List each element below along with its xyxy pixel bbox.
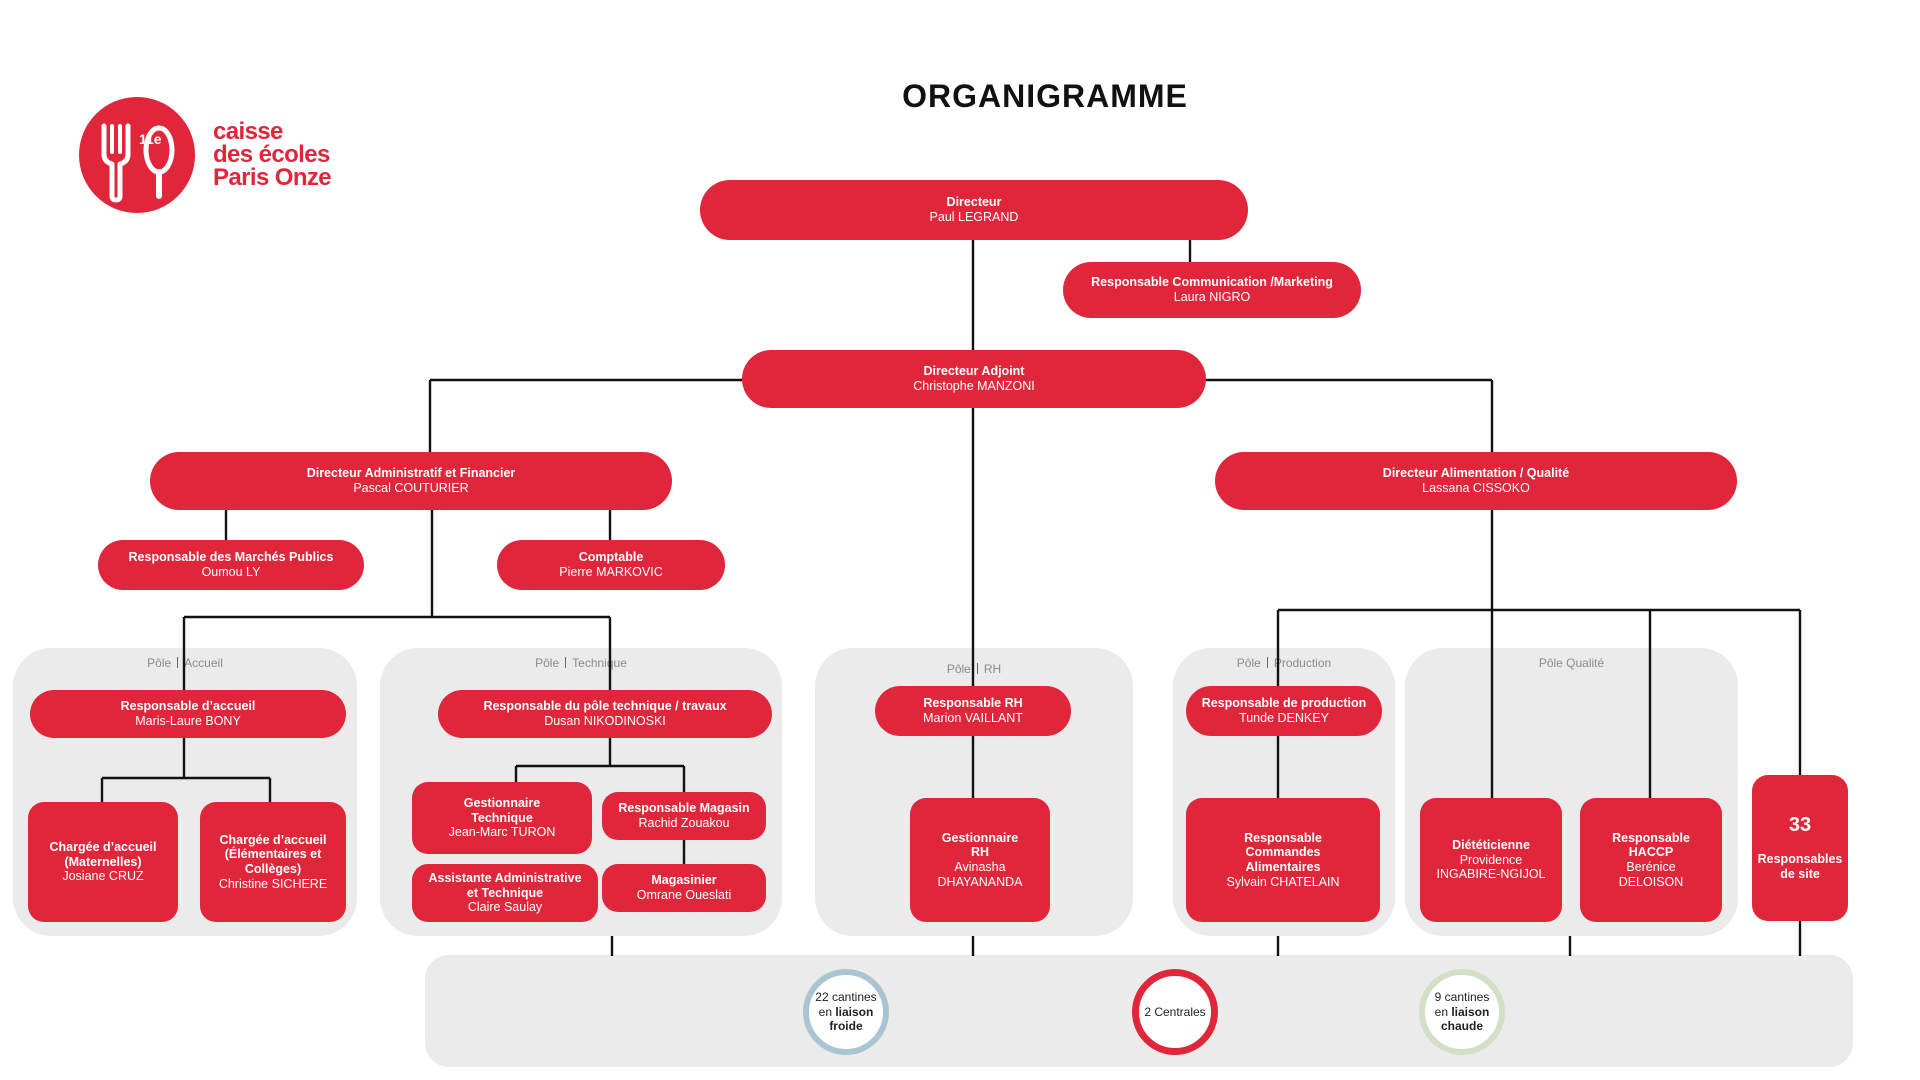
node-person: Pascal COUTURIER (353, 481, 469, 495)
node-person: Omrane Oueslati (636, 888, 732, 902)
svg-text:11e: 11e (139, 131, 162, 147)
circle-froide-pre: en (818, 1004, 836, 1019)
node-title: Responsables de site (1757, 852, 1843, 881)
node-person: Tunde DENKEY (1239, 711, 1329, 725)
node-person: Avinasha DHAYANANDA (937, 860, 1023, 889)
node-title: Responsable HACCP (1612, 830, 1690, 860)
circle-liaison-chaude: 9 cantines en liaison chaude (1419, 969, 1505, 1055)
node-dieteticienne: Diététicienne Providence INGABIRE-NGIJOL (1420, 798, 1562, 922)
circle-froide-line3: froide (829, 1019, 863, 1034)
node-person: Paul LEGRAND (929, 210, 1019, 224)
node-directeur-adjoint: Directeur Adjoint Christophe MANZONI (742, 350, 1206, 408)
circle-centrales-text: 2 Centrales (1144, 1004, 1206, 1019)
node-responsable-commandes: Responsable Commandes Alimentaires Sylva… (1186, 798, 1380, 922)
node-title: Chargée d’accueil (Élémentaires et Collè… (219, 832, 327, 877)
node-title: Responsable d’accueil (120, 699, 256, 714)
circle-centrales: 2 Centrales (1132, 969, 1218, 1055)
node-person: Laura NIGRO (1173, 290, 1251, 304)
node-person: Lassana CISSOKO (1422, 481, 1530, 495)
node-chargee-accueil-elementaires: Chargée d’accueil (Élémentaires et Collè… (200, 802, 346, 922)
node-responsable-rh: Responsable RH Marion VAILLANT (875, 686, 1071, 736)
node-person: Sylvain CHATELAIN (1226, 874, 1340, 889)
node-title: Gestionnaire RH (941, 830, 1019, 860)
node-title: Responsable des Marchés Publics (128, 550, 334, 565)
node-title: Diététicienne (1452, 837, 1530, 852)
node-person: Marion VAILLANT (923, 711, 1023, 725)
node-title: Gestionnaire Technique (463, 795, 541, 825)
circle-chaude-bold: liaison (1451, 1004, 1490, 1019)
node-title: Assistante Administrative et Technique (428, 870, 582, 900)
circle-liaison-froide: 22 cantines en liaison froide (803, 969, 889, 1055)
node-communication: Responsable Communication /Marketing Lau… (1063, 262, 1361, 318)
node-responsable-accueil: Responsable d’accueil Maris-Laure BONY (30, 690, 346, 738)
node-daf: Directeur Administratif et Financier Pas… (150, 452, 672, 510)
node-gestionnaire-technique: Gestionnaire Technique Jean-Marc TURON (412, 782, 592, 854)
node-title: Responsable Communication /Marketing (1091, 275, 1333, 290)
node-title: Responsable RH (923, 696, 1023, 711)
site-count: 33 (1788, 814, 1812, 837)
circle-chaude-line3: chaude (1440, 1019, 1483, 1034)
brand-line-3: Paris Onze (213, 164, 332, 191)
node-title: Responsable du pôle technique / travaux (483, 699, 727, 714)
node-title: Directeur Alimentation / Qualité (1382, 466, 1570, 481)
logo: 11e (78, 96, 196, 219)
node-responsable-technique: Responsable du pôle technique / travaux … (438, 690, 772, 738)
brand-name: caisse des écoles Paris Onze (213, 118, 332, 191)
circle-chaude-pre: en (1434, 1004, 1452, 1019)
node-person: Oumou LY (201, 565, 261, 579)
node-responsable-production: Responsable de production Tunde DENKEY (1186, 686, 1382, 736)
node-assistante-administrative: Assistante Administrative et Technique C… (412, 864, 598, 922)
node-person: Pierre MARKOVIC (559, 565, 663, 579)
node-directeur: Directeur Paul LEGRAND (700, 180, 1248, 240)
node-chargee-accueil-maternelles: Chargée d’accueil (Maternelles) Josiane … (28, 802, 178, 922)
node-magasinier: Magasinier Omrane Oueslati (602, 864, 766, 912)
node-person: Providence INGABIRE-NGIJOL (1436, 852, 1546, 882)
node-responsables-site: 33 Responsables de site (1752, 775, 1848, 921)
node-title: Responsable Magasin (618, 801, 750, 816)
node-person: Christophe MANZONI (913, 379, 1035, 393)
node-person: Josiane CRUZ (62, 869, 144, 884)
circle-chaude-line1: 9 cantines (1434, 990, 1490, 1005)
node-gestionnaire-rh: Gestionnaire RH Avinasha DHAYANANDA (910, 798, 1050, 922)
brand-line-1: caisse (213, 118, 283, 145)
node-title: Responsable Commandes Alimentaires (1244, 830, 1322, 875)
logo-icon: 11e (79, 97, 195, 213)
node-person: Rachid Zouakou (638, 816, 730, 830)
node-person: Claire Saulay (467, 900, 543, 915)
node-marches-publics: Responsable des Marchés Publics Oumou LY (98, 540, 364, 590)
node-title: Magasinier (651, 873, 717, 888)
brand-line-2: des écoles (213, 141, 330, 168)
node-title: Responsable de production (1201, 696, 1367, 711)
node-person: Christine SICHERE (218, 876, 328, 891)
circle-froide-line1: 22 cantines (815, 990, 877, 1005)
node-title: Directeur Administratif et Financier (306, 466, 516, 481)
pole-qualite-title: Pôle Qualité (1538, 656, 1605, 670)
node-title: Directeur (946, 195, 1002, 210)
node-title: Comptable (578, 550, 644, 565)
circle-froide-bold: liaison (835, 1004, 874, 1019)
node-responsable-haccp: Responsable HACCP Berénice DELOISON (1580, 798, 1722, 922)
node-person: Maris-Laure BONY (135, 714, 241, 728)
node-title: Chargée d’accueil (Maternelles) (49, 839, 157, 869)
page-title: ORGANIGRAMME (902, 78, 1188, 114)
node-directeur-alimentation: Directeur Alimentation / Qualité Lassana… (1215, 452, 1737, 510)
node-person: Dusan NIKODINOSKI (544, 714, 666, 728)
node-person: Berénice DELOISON (1618, 860, 1684, 889)
node-person: Jean-Marc TURON (448, 825, 556, 840)
node-title: Directeur Adjoint (923, 364, 1025, 379)
node-comptable: Comptable Pierre MARKOVIC (497, 540, 725, 590)
node-responsable-magasin: Responsable Magasin Rachid Zouakou (602, 792, 766, 840)
